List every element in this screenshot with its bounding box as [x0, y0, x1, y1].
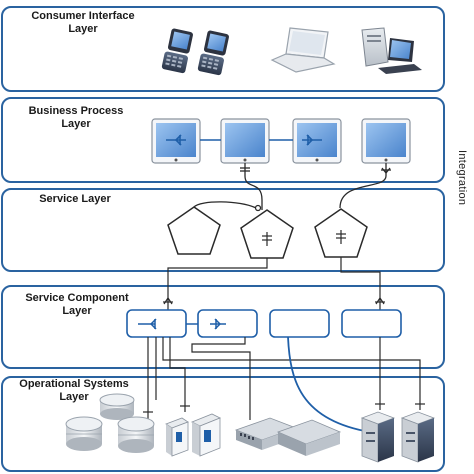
network-switch-icon-2 — [276, 419, 342, 456]
database-icon — [99, 393, 135, 420]
database-icon-3 — [117, 416, 155, 453]
component-box-1 — [126, 309, 187, 338]
service-pentagon-2 — [240, 209, 294, 259]
laptop-icon — [270, 27, 336, 73]
service-to-component-links — [163, 257, 385, 310]
tablet-icon-4 — [361, 118, 411, 164]
service-pentagon-3 — [314, 208, 368, 258]
component-to-operational-links — [143, 337, 425, 420]
component-layer-title: Service Component Layer — [25, 292, 129, 317]
component-connectors — [138, 318, 226, 330]
integration-label: Integration — [456, 150, 468, 206]
component-arc-link — [287, 336, 371, 433]
business-layer-title: Business Process Layer — [28, 105, 124, 130]
phone-icon — [161, 28, 193, 74]
business-to-service-links — [240, 163, 391, 210]
storage-device-icon-2 — [191, 413, 221, 457]
phone-icon-2 — [197, 30, 229, 76]
operational-layer-title: Operational Systems Layer — [19, 378, 129, 403]
tablet-icon-2 — [220, 118, 270, 164]
consumer-layer-title: Consumer Interface Layer — [31, 10, 135, 35]
tablet-icon-3 — [292, 118, 342, 164]
tablet-connectors — [166, 134, 322, 146]
desktop-computer-icon — [361, 27, 422, 74]
service-pentagon-links — [193, 201, 262, 212]
service-layer-title: Service Layer — [39, 193, 111, 205]
component-box-3 — [269, 309, 330, 338]
database-icon-2 — [65, 416, 103, 451]
storage-device-icon — [165, 417, 189, 457]
component-box-2 — [197, 309, 258, 338]
service-pentagon-1 — [167, 206, 221, 255]
server-icon — [360, 411, 396, 463]
server-icon-2 — [400, 411, 436, 463]
component-box-4 — [341, 309, 402, 338]
